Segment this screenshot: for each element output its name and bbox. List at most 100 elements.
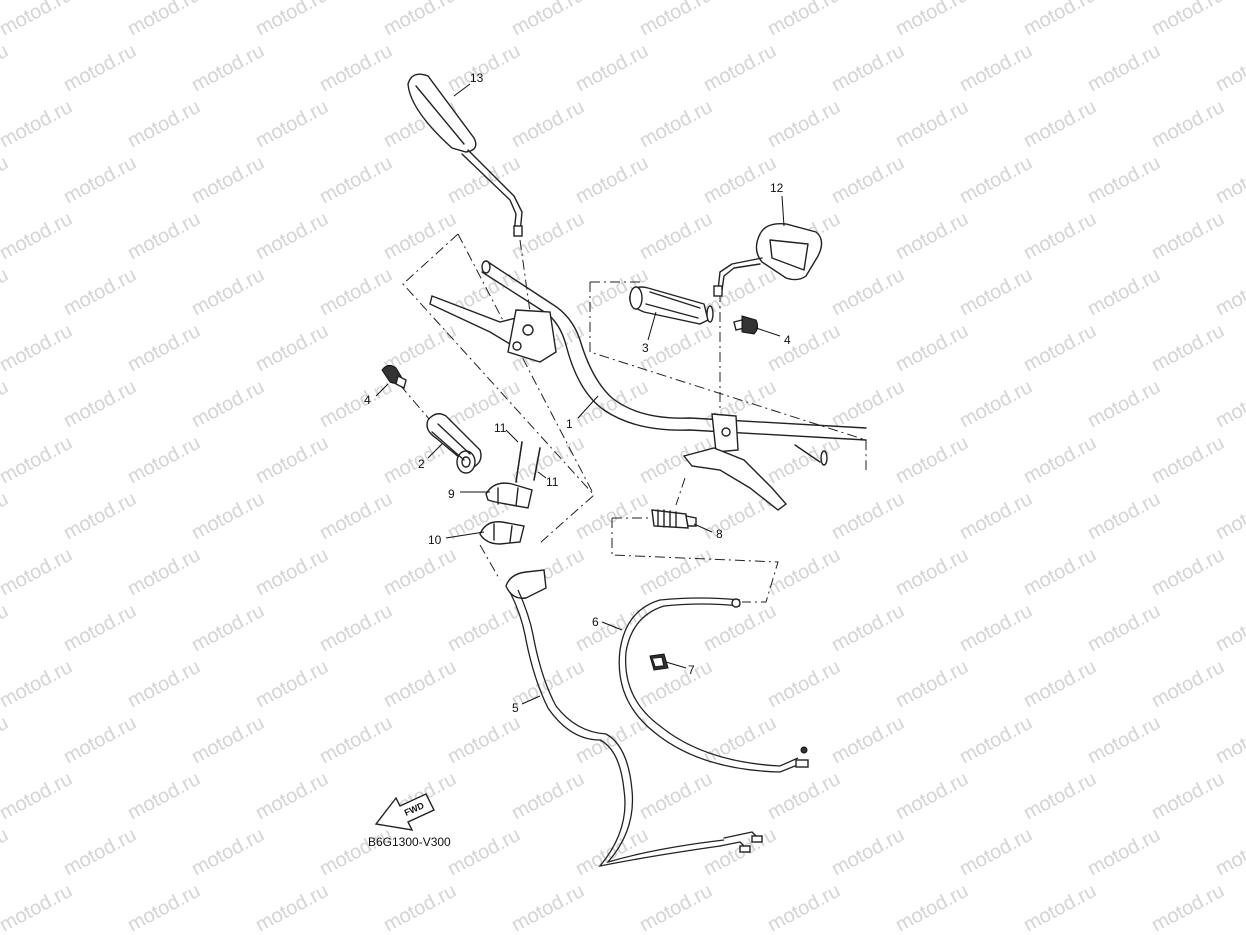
bar-end-weight-part-4-left[interactable]: [381, 364, 407, 390]
watermark-text: motod.ru: [1084, 712, 1164, 768]
watermark-text: motod.ru: [252, 208, 332, 264]
watermark-text: motod.ru: [764, 0, 844, 40]
screw-part-11-b[interactable]: [533, 447, 541, 481]
watermark-text: motod.ru: [572, 488, 652, 544]
cable-clip-part-7[interactable]: [649, 653, 669, 671]
watermark-text: motod.ru: [1020, 320, 1100, 376]
watermark-text: motod.ru: [124, 880, 204, 935]
watermark-text: motod.ru: [316, 600, 396, 656]
watermark-text: motod.ru: [444, 152, 524, 208]
watermark-text: motod.ru: [316, 488, 396, 544]
callout-7: 7: [688, 663, 695, 677]
watermark-text: motod.ru: [1020, 768, 1100, 824]
callout-11-top: 11: [494, 421, 507, 435]
watermark-text: motod.ru: [828, 600, 908, 656]
mirror-right-part-12[interactable]: [713, 223, 823, 297]
throttle-housing-upper-part-9[interactable]: [485, 482, 533, 509]
watermark-text: motod.ru: [764, 544, 844, 600]
bar-end-weight-part-4-right[interactable]: [733, 315, 759, 335]
watermark-text: motod.ru: [188, 376, 268, 432]
right-lever-assembly[interactable]: [682, 413, 788, 511]
clutch-switch-part-8[interactable]: [651, 509, 697, 529]
watermark-text: motod.ru: [252, 320, 332, 376]
throttle-cable-part-5[interactable]: [505, 569, 763, 867]
left-lever-assembly[interactable]: [429, 295, 557, 363]
watermark-text: motod.ru: [188, 824, 268, 880]
watermark-text: motod.ru: [188, 488, 268, 544]
watermark-text: motod.ru: [124, 208, 204, 264]
callout-13: 13: [470, 71, 484, 85]
watermark-text: motod.ru: [700, 600, 780, 656]
watermark-text: motod.ru: [124, 768, 204, 824]
handlebar-part-1[interactable]: [481, 260, 867, 466]
callout-4-left: 4: [364, 393, 371, 407]
watermark-text: motod.ru: [60, 712, 140, 768]
assembly-outlines: [399, 233, 867, 603]
watermark-text: motod.ru: [0, 0, 76, 40]
callout-4-right: 4: [784, 333, 791, 347]
screw-part-11-a[interactable]: [515, 441, 523, 483]
clutch-cable-part-6[interactable]: [618, 597, 809, 773]
right-grip-part-3[interactable]: [629, 286, 714, 325]
leader-lines: [375, 83, 785, 705]
callout-9: 9: [448, 487, 455, 501]
watermark-text: motod.ru: [636, 208, 716, 264]
watermark-text: motod.ru: [892, 880, 972, 935]
callout-11-bottom: 11: [546, 475, 559, 489]
watermark-text: motod.ru: [892, 320, 972, 376]
watermark-text: motod.ru: [956, 152, 1036, 208]
watermark-text: motod.ru: [0, 880, 76, 935]
watermark-text: motod.ru: [1084, 600, 1164, 656]
watermark-text: motod.ru: [636, 768, 716, 824]
watermark-text: motod.ru: [0, 376, 12, 432]
watermark-text: motod.ru: [444, 824, 524, 880]
watermark-text: motod.ru: [252, 544, 332, 600]
watermark-text: motod.ru: [828, 376, 908, 432]
watermark-text: motod.ru: [572, 824, 652, 880]
watermark-text: motod.ru: [316, 712, 396, 768]
watermark-text: motod.ru: [828, 488, 908, 544]
watermark-text: motod.ru: [700, 712, 780, 768]
watermark-text: motod.ru: [892, 656, 972, 712]
watermark-text: motod.ru: [636, 96, 716, 152]
watermark-text: motod.ru: [252, 880, 332, 935]
watermark-text: motod.ru: [0, 152, 12, 208]
watermark-text: motod.ru: [700, 40, 780, 96]
watermark-text: motod.ru: [444, 40, 524, 96]
forward-direction-arrow: FWD: [374, 793, 435, 831]
watermark-text: motod.ru: [764, 656, 844, 712]
watermark-text: motod.ru: [764, 320, 844, 376]
watermark-text: motod.ru: [252, 656, 332, 712]
watermark-text: motod.ru: [444, 376, 524, 432]
callout-12: 12: [770, 181, 784, 195]
watermark-text: motod.ru: [1148, 656, 1228, 712]
watermark-text: motod.ru: [1084, 824, 1164, 880]
watermark-text: motod.ru: [1148, 320, 1228, 376]
watermark-text: motod.ru: [0, 600, 12, 656]
callout-6: 6: [592, 615, 599, 629]
watermark-text: motod.ru: [636, 0, 716, 40]
mirror-left-part-13[interactable]: [407, 73, 523, 237]
watermark-text: motod.ru: [60, 40, 140, 96]
watermark-text: motod.ru: [956, 376, 1036, 432]
watermark-text: motod.ru: [316, 40, 396, 96]
watermark-text: motod.ru: [828, 152, 908, 208]
watermark-text: motod.ru: [572, 712, 652, 768]
watermark-text: motod.ru: [252, 768, 332, 824]
watermark-text: motod.ru: [1212, 600, 1246, 656]
watermark-text: motod.ru: [956, 600, 1036, 656]
watermark-text: motod.ru: [1212, 152, 1246, 208]
watermark-text: motod.ru: [892, 432, 972, 488]
watermark-text: motod.ru: [60, 152, 140, 208]
throttle-housing-lower-part-10[interactable]: [479, 521, 525, 545]
watermark-text: motod.ru: [0, 544, 76, 600]
watermark-text: motod.ru: [380, 208, 460, 264]
left-grip-part-2[interactable]: [426, 413, 482, 474]
watermark-text: motod.ru: [1020, 96, 1100, 152]
diagram-code: B6G1300-V300: [368, 835, 451, 849]
watermark-text: motod.ru: [892, 96, 972, 152]
watermark-text: motod.ru: [60, 488, 140, 544]
callout-8: 8: [716, 527, 723, 541]
watermark-text: motod.ru: [508, 768, 588, 824]
watermark-text: motod.ru: [892, 0, 972, 40]
